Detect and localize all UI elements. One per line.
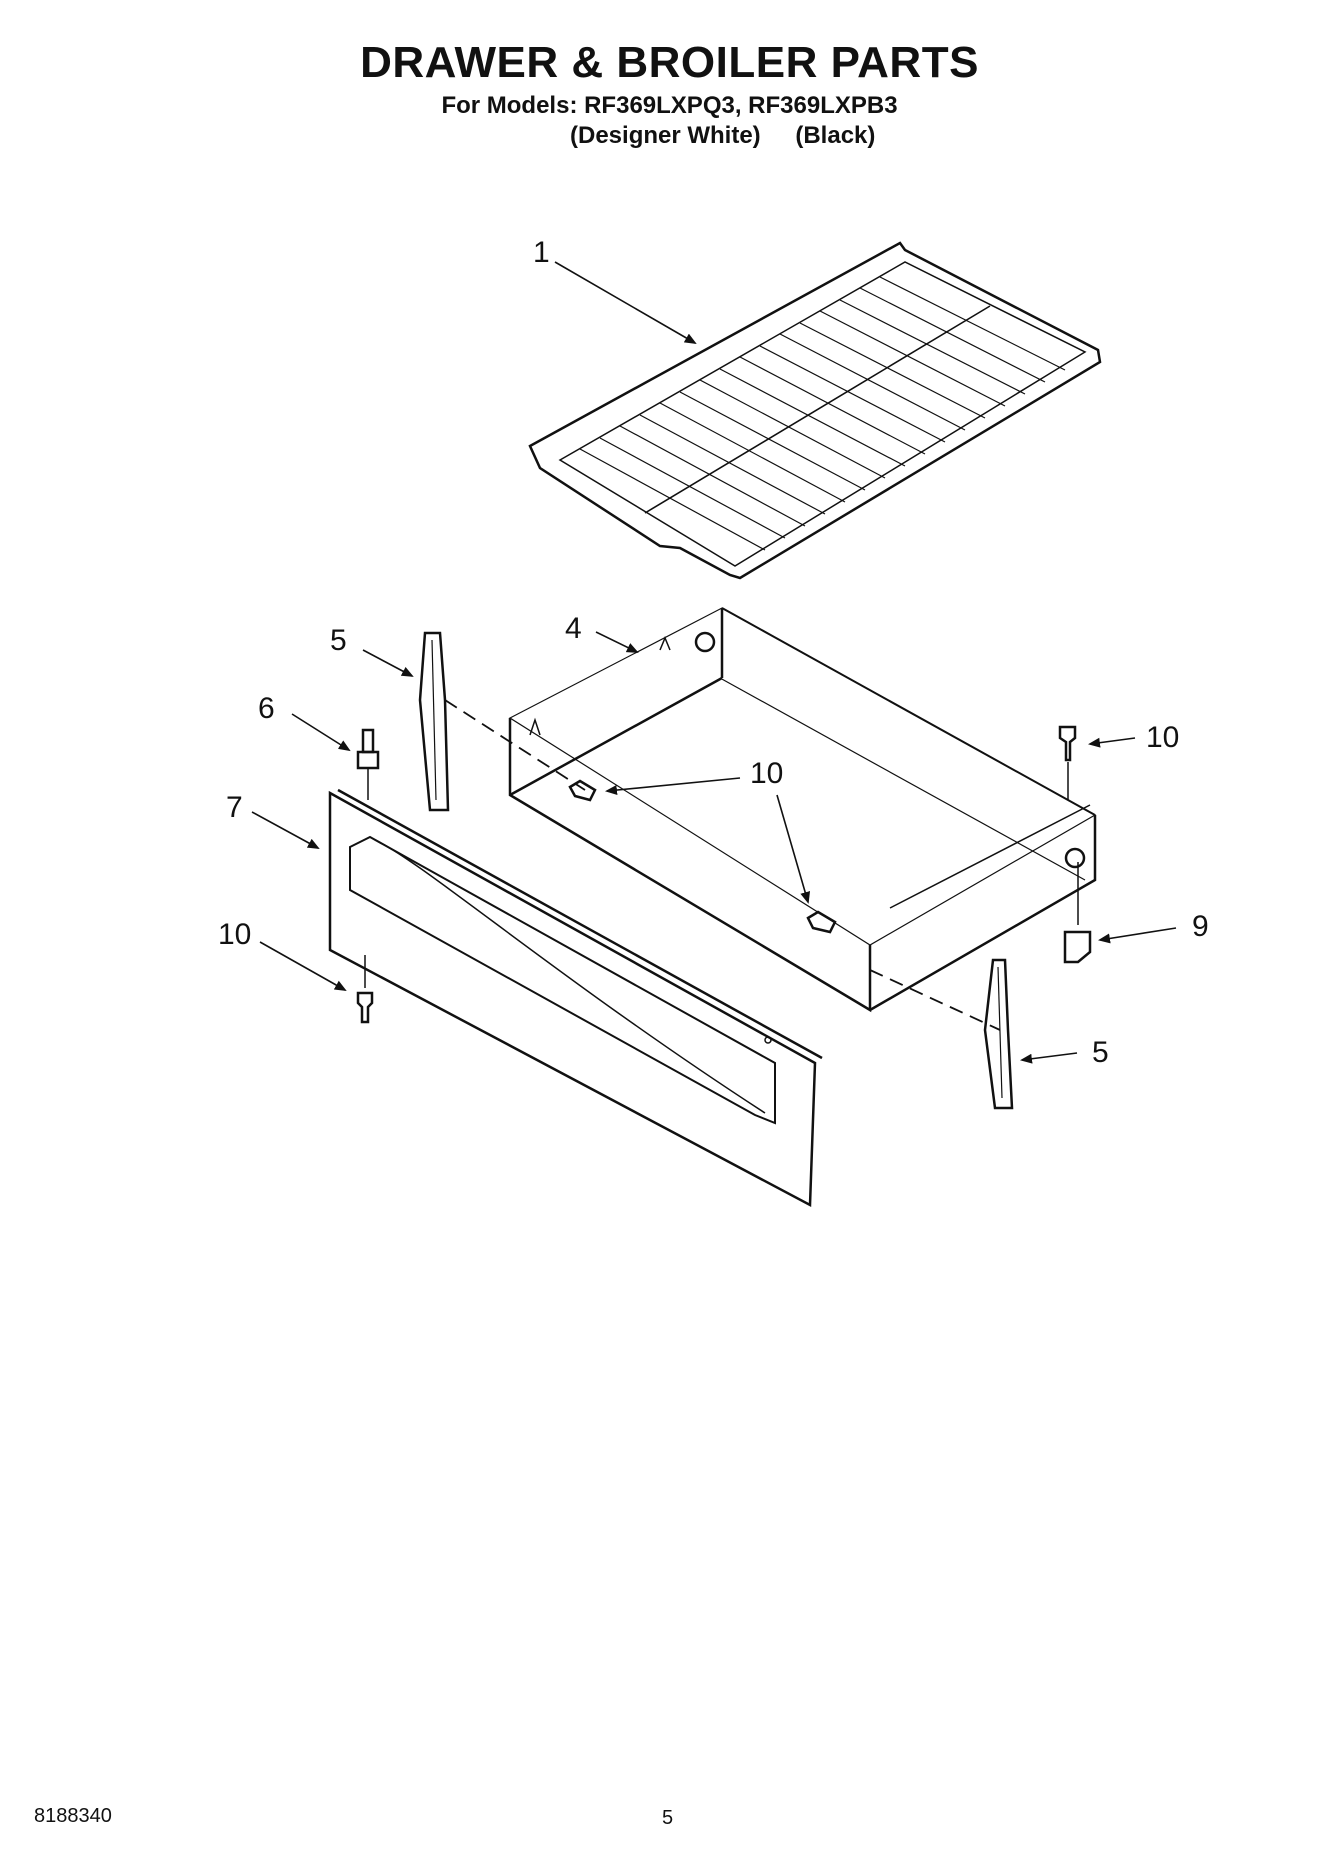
models-line: For Models: RF369LXPQ3, RF369LXPB3 — [441, 92, 898, 119]
slide-alignment-right — [869, 969, 1001, 1031]
callout-5-left: 5 — [330, 624, 347, 657]
broiler-rack — [528, 241, 1102, 580]
page-number: 5 — [662, 1807, 674, 1829]
callout-10-top-right: 10 — [1146, 721, 1179, 754]
variant-black: (Black) — [795, 122, 876, 149]
slide-alignment-left — [444, 699, 586, 791]
stud-part — [356, 728, 380, 800]
screw-top-right — [1058, 725, 1077, 800]
drawer-body — [508, 607, 1097, 1013]
document-number: 8188340 — [34, 1805, 112, 1827]
callout-7: 7 — [226, 791, 243, 824]
drawer-front-panel — [328, 788, 823, 1208]
variant-designer-white: (Designer White) — [570, 122, 761, 149]
callout-10-center: 10 — [750, 757, 783, 790]
page-title: DRAWER & BROILER PARTS — [360, 38, 979, 87]
callout-9: 9 — [1192, 910, 1209, 943]
screw-front — [356, 955, 374, 1024]
color-variants: (Designer White) (Black) — [570, 122, 903, 150]
callout-5-right: 5 — [1092, 1036, 1109, 1069]
callout-6: 6 — [258, 692, 275, 725]
callout-1: 1 — [533, 236, 550, 269]
screw-center-lower — [806, 910, 837, 934]
drawer-slide-left — [418, 631, 450, 812]
drawer-slide-right — [983, 958, 1014, 1110]
callout-10-front: 10 — [218, 918, 251, 951]
callout-4: 4 — [565, 612, 582, 645]
bracket-part — [1063, 862, 1092, 964]
screw-center-upper — [568, 779, 597, 802]
leader-lines — [251, 261, 1177, 1064]
